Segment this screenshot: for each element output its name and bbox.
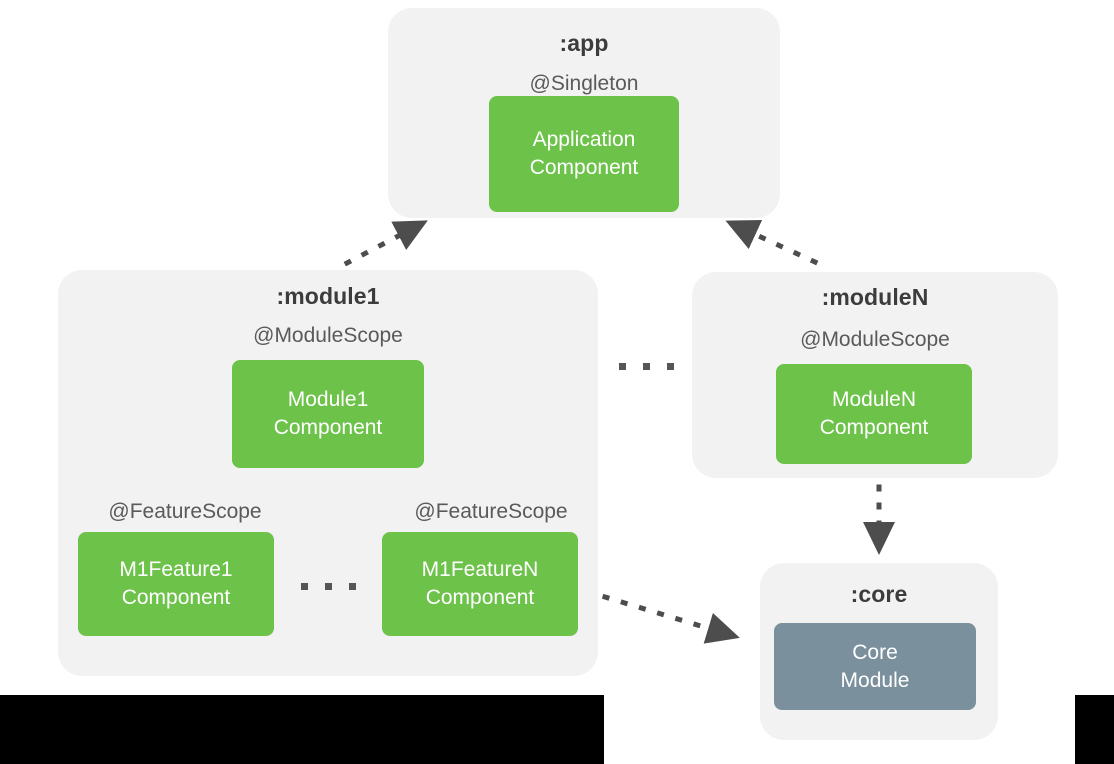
scope-label-app-singleton: @Singleton — [529, 72, 639, 95]
modules-ellipsis-dot-3 — [667, 363, 674, 370]
module-title-module1: :module1 — [276, 283, 380, 309]
component-module1[interactable]: Module1 Component — [232, 360, 424, 468]
component-application[interactable]: Application Component — [489, 96, 679, 212]
component-moduleN-line2: Component — [819, 416, 929, 439]
component-m1feature1[interactable]: M1Feature1 Component — [78, 532, 274, 636]
module-card-app[interactable]: :app @Singleton Application Component — [388, 8, 780, 218]
module-title-core: :core — [850, 581, 908, 607]
features-ellipsis — [301, 583, 356, 590]
features-ellipsis-dot-2 — [325, 583, 332, 590]
component-core-module[interactable]: Core Module — [774, 623, 976, 710]
component-m1feature1-line2: Component — [121, 586, 231, 609]
scope-label-module1-modulescope: @ModuleScope — [253, 324, 403, 347]
edge-module1-to-app — [343, 220, 428, 267]
edge-module1-to-core — [601, 593, 740, 644]
component-moduleN[interactable]: ModuleN Component — [776, 364, 972, 464]
modules-ellipsis-dot-1 — [619, 363, 626, 370]
module-title-app: :app — [559, 30, 609, 56]
component-moduleN-line1: ModuleN — [831, 388, 917, 412]
module-title-moduleN: :moduleN — [821, 284, 929, 310]
component-m1featureN-line2: Component — [425, 586, 535, 609]
module-card-core[interactable]: :core Core Module — [760, 563, 998, 740]
component-application-line2: Component — [529, 156, 639, 179]
component-core-module-line2: Module — [840, 668, 910, 692]
scope-label-moduleN-modulescope: @ModuleScope — [800, 328, 950, 351]
edge-moduleN-to-app — [725, 219, 819, 266]
module-card-module1[interactable]: :module1 @ModuleScope Module1 Component … — [58, 270, 598, 676]
modules-ellipsis-dot-2 — [643, 363, 650, 370]
bottom-black-bar-right — [1075, 695, 1114, 764]
features-ellipsis-dot-1 — [301, 583, 308, 590]
bottom-black-bar-left — [0, 695, 604, 764]
component-m1featureN[interactable]: M1FeatureN Component — [382, 532, 578, 636]
scope-label-m1featureN-featurescope: @FeatureScope — [414, 500, 568, 523]
module-card-moduleN[interactable]: :moduleN @ModuleScope ModuleN Component — [692, 272, 1058, 478]
component-m1featureN-line1: M1FeatureN — [421, 558, 539, 582]
component-core-module-line1: Core — [852, 640, 898, 664]
component-m1feature1-line1: M1Feature1 — [119, 558, 233, 582]
component-module1-line2: Component — [273, 416, 383, 439]
component-application-line1: Application — [532, 128, 636, 152]
features-ellipsis-dot-3 — [349, 583, 356, 590]
component-module1-line1: Module1 — [287, 388, 369, 412]
modules-ellipsis — [619, 363, 674, 370]
scope-label-m1feature1-featurescope: @FeatureScope — [108, 500, 262, 523]
